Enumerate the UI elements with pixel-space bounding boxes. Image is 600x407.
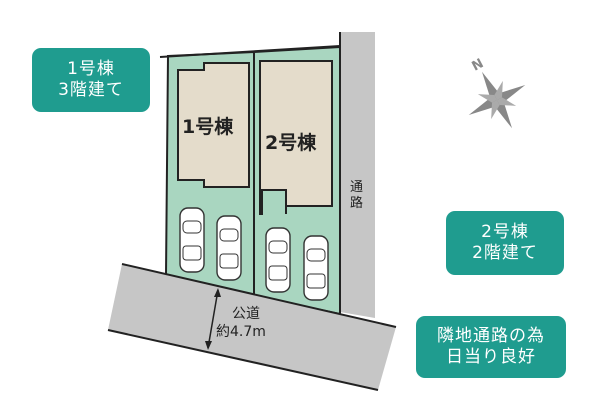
building-1-label: 1号棟 xyxy=(182,115,234,138)
road-width: 約4.7m xyxy=(216,324,266,340)
compass-icon: N xyxy=(468,56,526,129)
car-2 xyxy=(216,215,242,281)
car-3 xyxy=(265,227,291,293)
building-2-floors-line1: 2号棟 xyxy=(481,222,529,242)
car-1 xyxy=(179,207,205,273)
building-1-floors-line2: 3階建て xyxy=(58,80,124,100)
building-2-label: 2号棟 xyxy=(265,131,317,154)
svg-text:N: N xyxy=(470,56,487,74)
car-4 xyxy=(303,235,329,301)
side-passage-label-2: 路 xyxy=(350,195,363,211)
building-2-floors-label: 2号棟 2階建て xyxy=(446,211,564,275)
sunlight-note-label: 隣地通路の為 日当り良好 xyxy=(416,316,566,378)
building-1-floors-label: 1号棟 3階建て xyxy=(32,48,150,112)
road-width-arrow xyxy=(205,288,221,350)
building-1-floors-line1: 1号棟 xyxy=(67,59,115,79)
sunlight-note-line1: 隣地通路の為 xyxy=(437,326,545,346)
road-name: 公道 xyxy=(232,306,260,322)
building-1-footprint xyxy=(177,62,250,188)
public-road xyxy=(108,264,396,390)
sunlight-note-line2: 日当り良好 xyxy=(446,347,536,367)
side-passage-label-1: 通 xyxy=(350,180,363,195)
side-passage xyxy=(340,32,375,318)
building-2-floors-line2: 2階建て xyxy=(472,243,538,263)
